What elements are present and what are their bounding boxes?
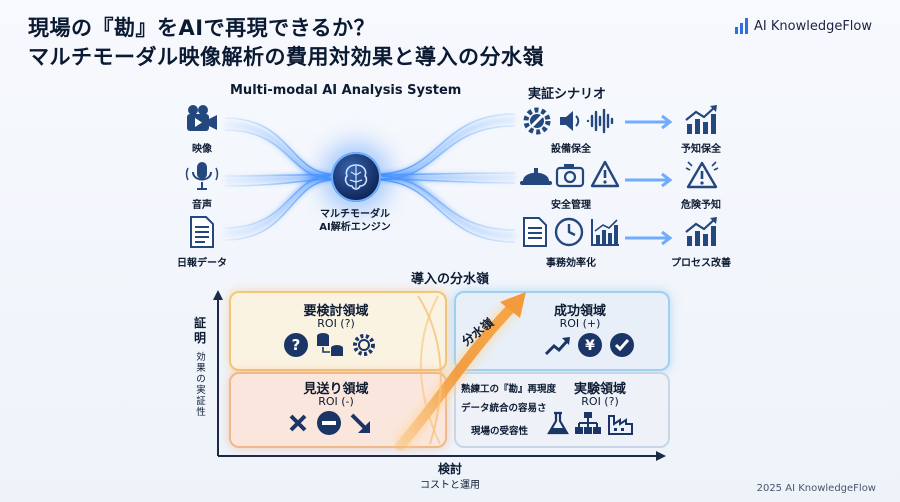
result-process-label: プロセス改善: [671, 258, 731, 269]
gear-wrench-icon: [523, 107, 551, 135]
quadrant-review-roi: ROI (?): [317, 317, 355, 330]
quadrant-success-title: 成功領域: [553, 304, 606, 319]
minus-circle-icon: [317, 411, 341, 435]
warning-icon: [590, 160, 620, 188]
result-hazard-label: 危険予知: [681, 200, 721, 211]
engine-label-line-2: AI解析エンジン: [319, 222, 391, 233]
video-camera-icon: [187, 105, 217, 131]
clock-icon: [554, 217, 584, 247]
growth-arrow-icon: [544, 337, 570, 356]
bar-chart-icon: [591, 219, 619, 246]
matrix-title: 導入の分水嶺: [410, 272, 489, 287]
database-flow-icon: [317, 333, 343, 356]
down-right-arrow-icon: [350, 413, 370, 433]
microphone-icon: [185, 162, 219, 190]
x-axis-main-label: 検討: [437, 462, 462, 476]
hazard-alert-icon: [685, 161, 719, 189]
sound-wave-icon: [586, 108, 614, 134]
flask-icon: [547, 411, 569, 435]
trend-up-icon: [685, 105, 717, 134]
quadrant-experiment-title: 実験領域: [573, 382, 626, 397]
document-icon: [190, 216, 214, 248]
yen-icon: ¥: [578, 333, 602, 357]
result-predictive-label: 予知保全: [681, 144, 721, 155]
y-axis-main-label: 証明: [193, 316, 206, 345]
input-video-label: 映像: [192, 144, 212, 155]
title-line-2: マルチモーダル映像解析の費用対効果と導入の分水嶺: [28, 45, 544, 69]
cross-icon: [289, 414, 307, 432]
y-axis-sub-label: 効果の実証性: [196, 352, 206, 418]
quadrant-experiment: [454, 372, 670, 448]
bar-chart-icon: [735, 18, 748, 34]
scenario-safety-label: 安全管理: [551, 200, 591, 211]
hard-hat-icon: [520, 168, 552, 185]
page-title: 現場の『勘』をAIで再現できるか？ マルチモーダル映像解析の費用対効果と導入の分…: [28, 14, 544, 72]
factor-data-integration: データ統合の容易さ: [461, 403, 547, 414]
x-axis-sub-label: コストと運用: [420, 480, 480, 491]
factor-intuition: 熟練工の『勘』再現度: [461, 384, 557, 395]
brand-name: AI KnowledgeFlow: [754, 18, 872, 34]
svg-text:?: ?: [292, 336, 301, 354]
ai-engine-hub: [331, 152, 381, 202]
input-report-label: 日報データ: [177, 258, 227, 269]
svg-text:¥: ¥: [585, 338, 595, 354]
engine-label-line-1: マルチモーダル: [320, 209, 390, 220]
org-chart-icon: [575, 412, 601, 434]
brand-logo: AI KnowledgeFlow: [735, 18, 872, 34]
input-audio-label: 音声: [192, 200, 212, 211]
footer-copyright: 2025 AI KnowledgeFlow: [756, 483, 876, 494]
system-title: Multi-modal AI Analysis System: [230, 83, 462, 98]
engine-label: マルチモーダル AI解析エンジン: [300, 208, 410, 234]
quadrant-success-roi: ROI (+): [559, 317, 601, 330]
camera-icon: [555, 164, 585, 188]
report-icon: [523, 217, 547, 247]
scenario-maintenance-label: 設備保全: [551, 144, 591, 155]
quadrant-skip-roi: ROI (-): [318, 395, 354, 408]
settings-gear-icon: [353, 334, 375, 356]
title-line-1: 現場の『勘』をAIで再現できるか？: [28, 16, 376, 40]
question-icon: ?: [284, 333, 308, 357]
quadrant-review: [229, 291, 447, 371]
flow-streams: [224, 113, 673, 246]
factor-acceptance: 現場の受容性: [471, 426, 529, 437]
trend-up-icon: [685, 217, 717, 246]
speaker-icon: [560, 111, 580, 131]
quadrant-experiment-roi: ROI (?): [581, 395, 619, 408]
scenario-title: 実証シナリオ: [528, 87, 607, 102]
check-icon: [610, 333, 634, 357]
quadrant-review-title: 要検討領域: [303, 304, 369, 319]
quadrant-skip-title: 見送り領域: [303, 382, 369, 397]
brain-icon: [344, 164, 368, 190]
factory-icon: [608, 415, 633, 435]
scenario-office-label: 事務効率化: [546, 258, 596, 269]
